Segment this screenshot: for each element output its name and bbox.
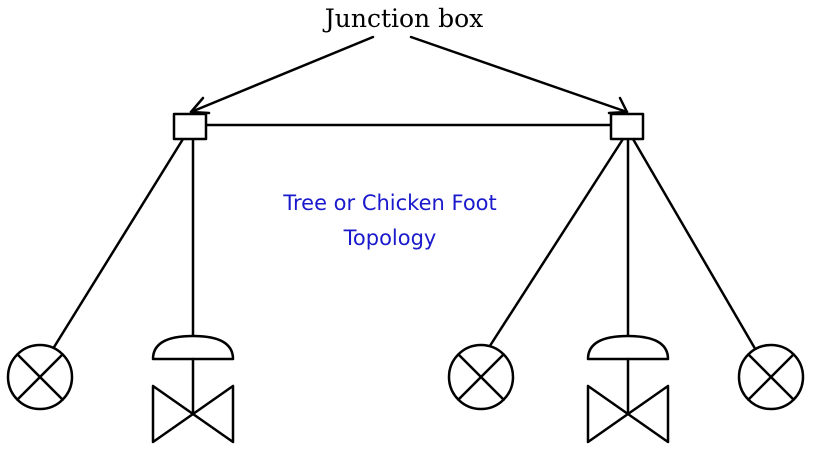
drop-cable-lamp-3 <box>631 137 759 354</box>
junction-box-right <box>609 112 645 141</box>
arrow-left-shaft <box>189 35 375 114</box>
arrow-right-head <box>607 96 629 115</box>
drop-cable-lamp-1 <box>49 137 185 354</box>
annotation-arrows <box>189 35 629 115</box>
arrow-right-shaft <box>409 35 629 114</box>
drop-cable-lamp-2 <box>484 137 625 354</box>
lamp-icon <box>737 343 805 411</box>
actuated-valve-icon <box>586 334 670 444</box>
lamp-icon <box>6 343 74 411</box>
junction-box-left <box>172 112 208 141</box>
drop-cables <box>49 137 759 354</box>
actuated-valve-icon <box>151 334 235 444</box>
lamp-icon <box>447 343 515 411</box>
arrow-left-head <box>189 96 211 115</box>
